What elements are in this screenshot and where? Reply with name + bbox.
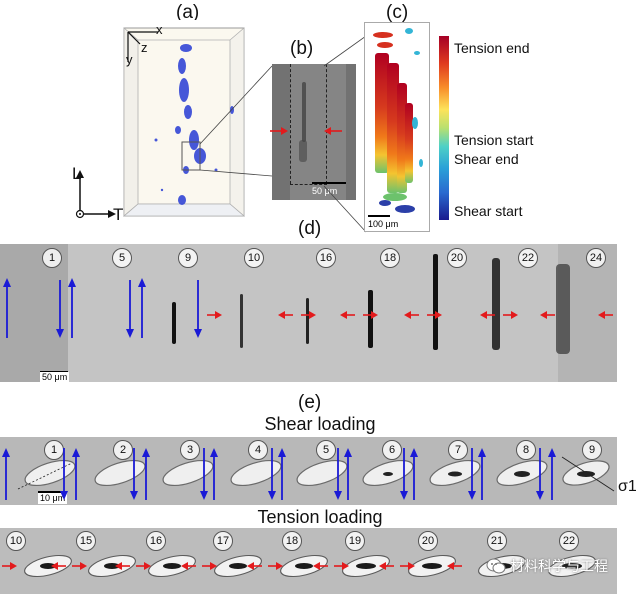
colorbar-label-shear-start: Shear start (454, 203, 523, 219)
panel-b-image (272, 64, 356, 200)
orient-T-label: T (113, 205, 124, 224)
shear-frame-5: 5 (316, 440, 336, 460)
axis-z-label: z (141, 40, 148, 55)
panel-d-frame-5: 5 (112, 248, 132, 268)
watermark-text: 材料科学与工程 (510, 559, 608, 575)
panel-e-shear-strip (0, 437, 617, 505)
orientation-icon (75, 170, 116, 219)
watermark: 材料科学与工程 (486, 556, 608, 576)
colorbar-label-shear-end: Shear end (454, 151, 519, 167)
axis-x-label: x (156, 22, 163, 37)
zoom-lines-bc (323, 36, 367, 233)
axes-triad-icon (127, 31, 158, 62)
shear-frame-3: 3 (180, 440, 200, 460)
tension-loading-title: Tension loading (257, 507, 383, 527)
panel-b-scalebar: 50 μm (312, 186, 338, 196)
panel-e-shear-scalebar: 10 μm (38, 493, 68, 504)
panel-e-label: (e) (298, 392, 322, 413)
panel-c-label: (c) (386, 2, 409, 23)
panel-d-frame-20: 20 (447, 248, 467, 268)
shear-frame-4: 4 (248, 440, 268, 460)
panel-c-scalebar: 100 μm (368, 219, 399, 229)
colorbar-label-tension-end: Tension end (454, 40, 530, 56)
shear-frame-7: 7 (448, 440, 468, 460)
panel-d-frame-22: 22 (518, 248, 538, 268)
panel-d-frame-9: 9 (178, 248, 198, 268)
zoom-lines (199, 65, 273, 177)
panel-c-volume (364, 22, 430, 232)
shear-frame-8: 8 (516, 440, 536, 460)
tension-frame-17: 17 (213, 531, 233, 551)
panel-b-label: (b) (290, 38, 314, 59)
shear-frame-2: 2 (113, 440, 133, 460)
panel-e-tension-arrows (2, 562, 462, 570)
axis-y-label: y (126, 52, 133, 67)
tension-frame-22: 22 (559, 531, 579, 551)
shear-loading-title: Shear loading (264, 414, 376, 434)
tension-frame-15: 15 (76, 531, 96, 551)
panel-d-frame-1: 1 (42, 248, 62, 268)
panel-d-scalebar: 50 μm (40, 372, 70, 383)
tension-frame-21: 21 (487, 531, 507, 551)
sigma-1-label: σ1 (618, 478, 637, 495)
shear-frame-6: 6 (382, 440, 402, 460)
tension-frame-16: 16 (146, 531, 166, 551)
panel-d-frame-24: 24 (586, 248, 606, 268)
panel-d-tension-arrows (207, 311, 613, 319)
panel-a-label: (a) (176, 2, 200, 23)
panel-a-volume (116, 20, 256, 224)
panel-d-label: (d) (298, 218, 322, 239)
panel-d-frame-10: 10 (244, 248, 264, 268)
panel-c-colorbar (439, 36, 449, 220)
wechat-icon (486, 558, 506, 574)
tension-frame-19: 19 (345, 531, 365, 551)
panel-b-tension-arrows (270, 127, 342, 135)
colorbar-label-tension-start: Tension start (454, 132, 534, 148)
tension-frame-20: 20 (418, 531, 438, 551)
tension-frame-18: 18 (282, 531, 302, 551)
orient-L-label: L (72, 164, 82, 183)
shear-frame-9: 9 (582, 440, 602, 460)
tension-frame-10: 10 (6, 531, 26, 551)
panel-e-shear-arrows (2, 448, 556, 500)
panel-d-frame-16: 16 (316, 248, 336, 268)
panel-d-frame-18: 18 (380, 248, 400, 268)
panel-d-shear-arrows (3, 278, 202, 338)
